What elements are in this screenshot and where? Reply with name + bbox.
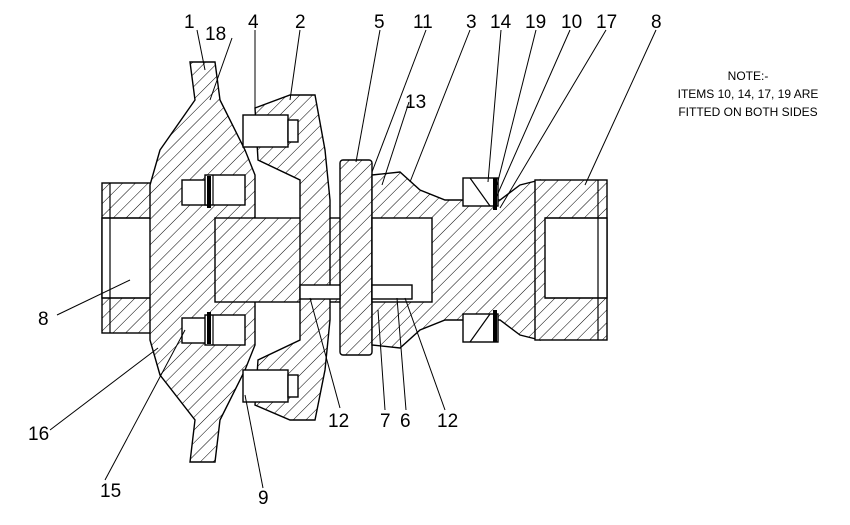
ring-gear-carrier (242, 94, 331, 421)
callout-5: 5 (374, 12, 385, 33)
callout-9: 9 (258, 488, 269, 509)
callout-17: 17 (596, 12, 617, 33)
callout-7: 7 (380, 411, 391, 432)
callout-6: 6 (400, 411, 411, 432)
cross-pin (339, 159, 373, 356)
callout-18: 18 (205, 24, 226, 45)
left-housing (149, 61, 256, 463)
callout-leader-lines (49, 29, 657, 489)
callout-8-right: 8 (651, 12, 662, 33)
callout-labels: 1 18 4 2 5 11 3 14 19 10 17 8 13 8 16 15… (28, 12, 662, 509)
callout-15: 15 (100, 481, 121, 502)
callout-8-left: 8 (38, 309, 49, 330)
callout-14: 14 (490, 12, 512, 33)
right-output-flange (534, 179, 608, 341)
callout-10: 10 (561, 12, 582, 33)
note-block: NOTE:- ITEMS 10, 14, 17, 19 ARE FITTED O… (678, 69, 819, 119)
note-line-sides: FITTED ON BOTH SIDES (678, 105, 817, 119)
callout-4: 4 (248, 12, 259, 33)
right-differential-case (371, 171, 541, 349)
callout-12-left: 12 (328, 411, 349, 432)
callout-12-right: 12 (437, 411, 458, 432)
callout-13: 13 (405, 92, 426, 113)
note-heading: NOTE:- (728, 69, 769, 83)
callout-1: 1 (184, 12, 195, 33)
callout-11: 11 (413, 12, 433, 33)
note-line-items: ITEMS 10, 14, 17, 19 ARE (678, 87, 819, 101)
seal-rings (207, 176, 497, 344)
callout-16: 16 (28, 424, 49, 445)
callout-2: 2 (295, 12, 306, 33)
thrust-washers (299, 284, 413, 300)
callout-19: 19 (525, 12, 546, 33)
callout-3: 3 (466, 12, 477, 33)
